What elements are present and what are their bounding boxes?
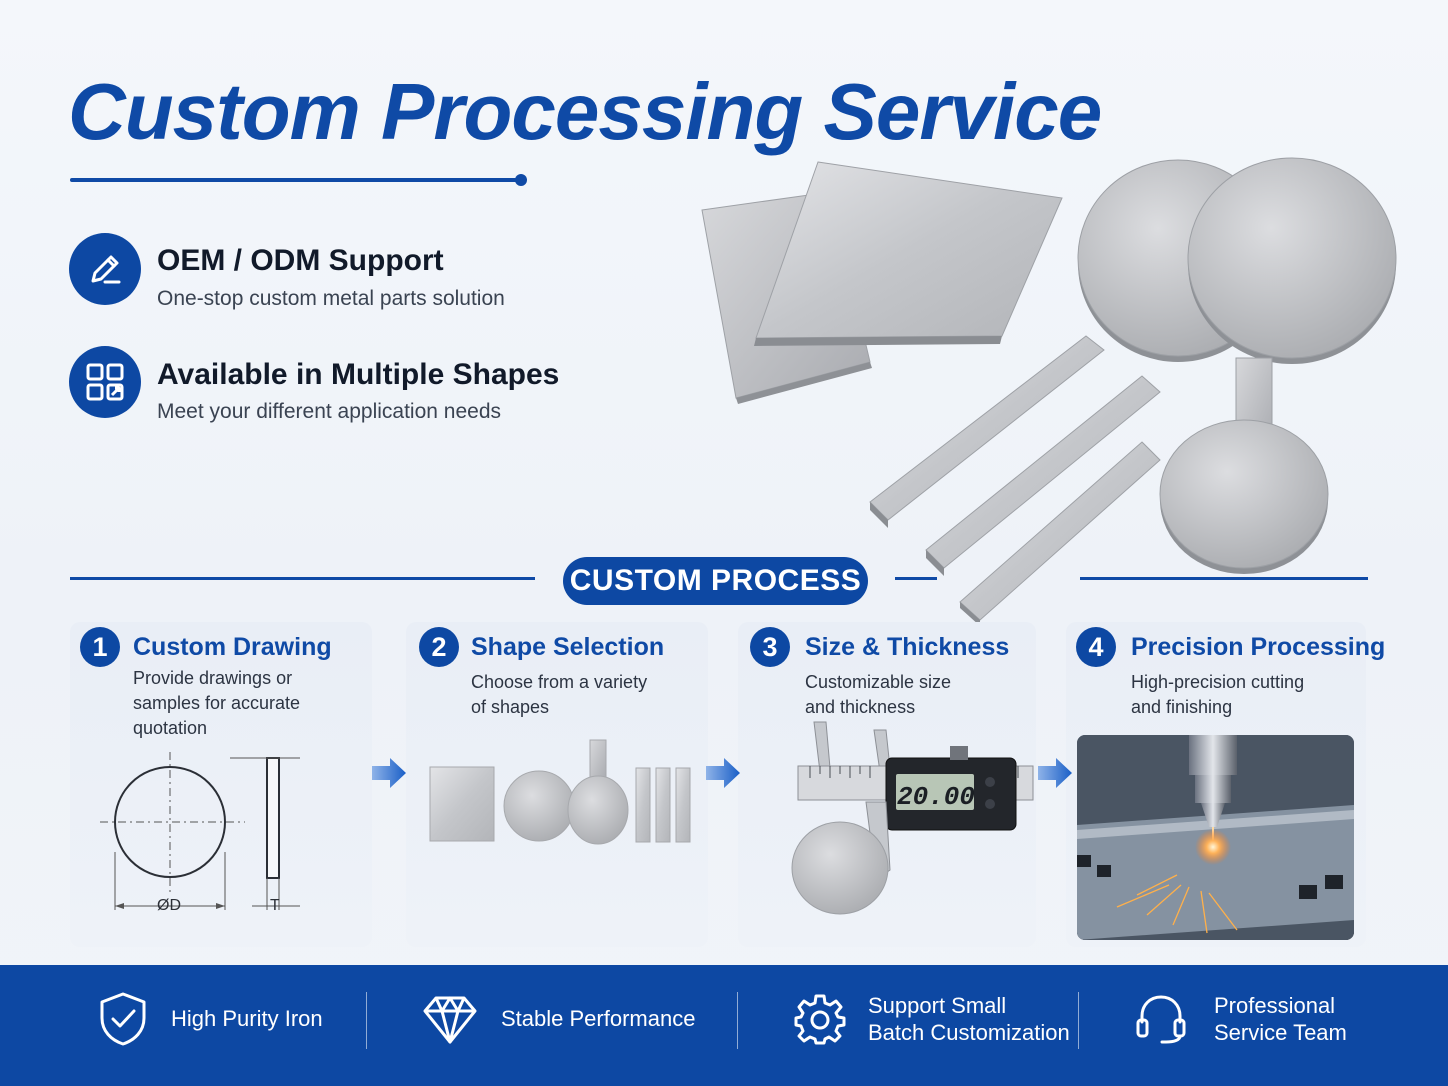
benefit-divider xyxy=(366,992,367,1049)
process-divider-right xyxy=(1080,577,1368,580)
benefit-divider xyxy=(1078,992,1079,1049)
page-title: Custom Processing Service xyxy=(68,67,1102,156)
benefit-label: Stable Performance xyxy=(501,1006,696,1031)
step-title: Size & Thickness xyxy=(805,633,1010,661)
benefit-label: High Purity Iron xyxy=(171,1006,323,1031)
title-underline-dot xyxy=(515,174,527,186)
shape-samples xyxy=(429,739,691,845)
benefit-label: Professional Service Team xyxy=(1214,993,1347,1045)
caliper-illustration xyxy=(791,721,1034,915)
arrow-right-icon xyxy=(372,758,406,788)
step-description: Customizable size and thickness xyxy=(805,672,952,717)
dimension-thickness-label: T xyxy=(270,897,280,914)
benefits-bar xyxy=(0,965,1448,1086)
dimension-diameter-label: ØD xyxy=(157,897,181,914)
feature-subtitle: One-stop custom metal parts solution xyxy=(157,287,505,310)
step-description: Choose from a variety of shapes xyxy=(471,672,648,717)
shield-check-icon xyxy=(100,992,146,1046)
process-divider-left xyxy=(70,577,535,580)
arrow-right-icon xyxy=(1038,758,1072,788)
gear-icon xyxy=(794,994,846,1045)
step-description: High-precision cutting and finishing xyxy=(1131,672,1305,717)
technical-drawing xyxy=(100,752,300,910)
benefit-label: Support Small Batch Customization xyxy=(868,993,1070,1045)
feature-title: Available in Multiple Shapes xyxy=(157,358,560,391)
step-title: Shape Selection xyxy=(471,633,665,661)
process-divider-mid xyxy=(895,577,937,580)
process-label: CUSTOM PROCESS xyxy=(563,557,868,605)
step-number: 1 xyxy=(80,627,120,667)
step-title: Precision Processing xyxy=(1131,633,1386,661)
step-number: 2 xyxy=(419,627,459,667)
step-description: Provide drawings or samples for accurate… xyxy=(133,668,301,738)
feature-title: OEM / ODM Support xyxy=(157,244,444,277)
step-number: 3 xyxy=(750,627,790,667)
pencil-icon xyxy=(69,233,141,305)
feature-subtitle: Meet your different application needs xyxy=(157,400,501,423)
arrow-right-icon xyxy=(706,758,740,788)
step-card xyxy=(70,622,372,947)
benefit-divider xyxy=(737,992,738,1049)
laser-cutting-photo xyxy=(1077,735,1354,940)
step-title: Custom Drawing xyxy=(133,633,332,661)
caliper-reading: 20.00 xyxy=(897,782,976,812)
title-underline xyxy=(70,178,522,182)
headset-icon xyxy=(1136,995,1186,1044)
metal-parts-illustration xyxy=(701,157,1397,626)
diamond-icon xyxy=(423,996,477,1044)
step-number: 4 xyxy=(1076,627,1116,667)
grid-shapes-icon xyxy=(69,346,141,418)
